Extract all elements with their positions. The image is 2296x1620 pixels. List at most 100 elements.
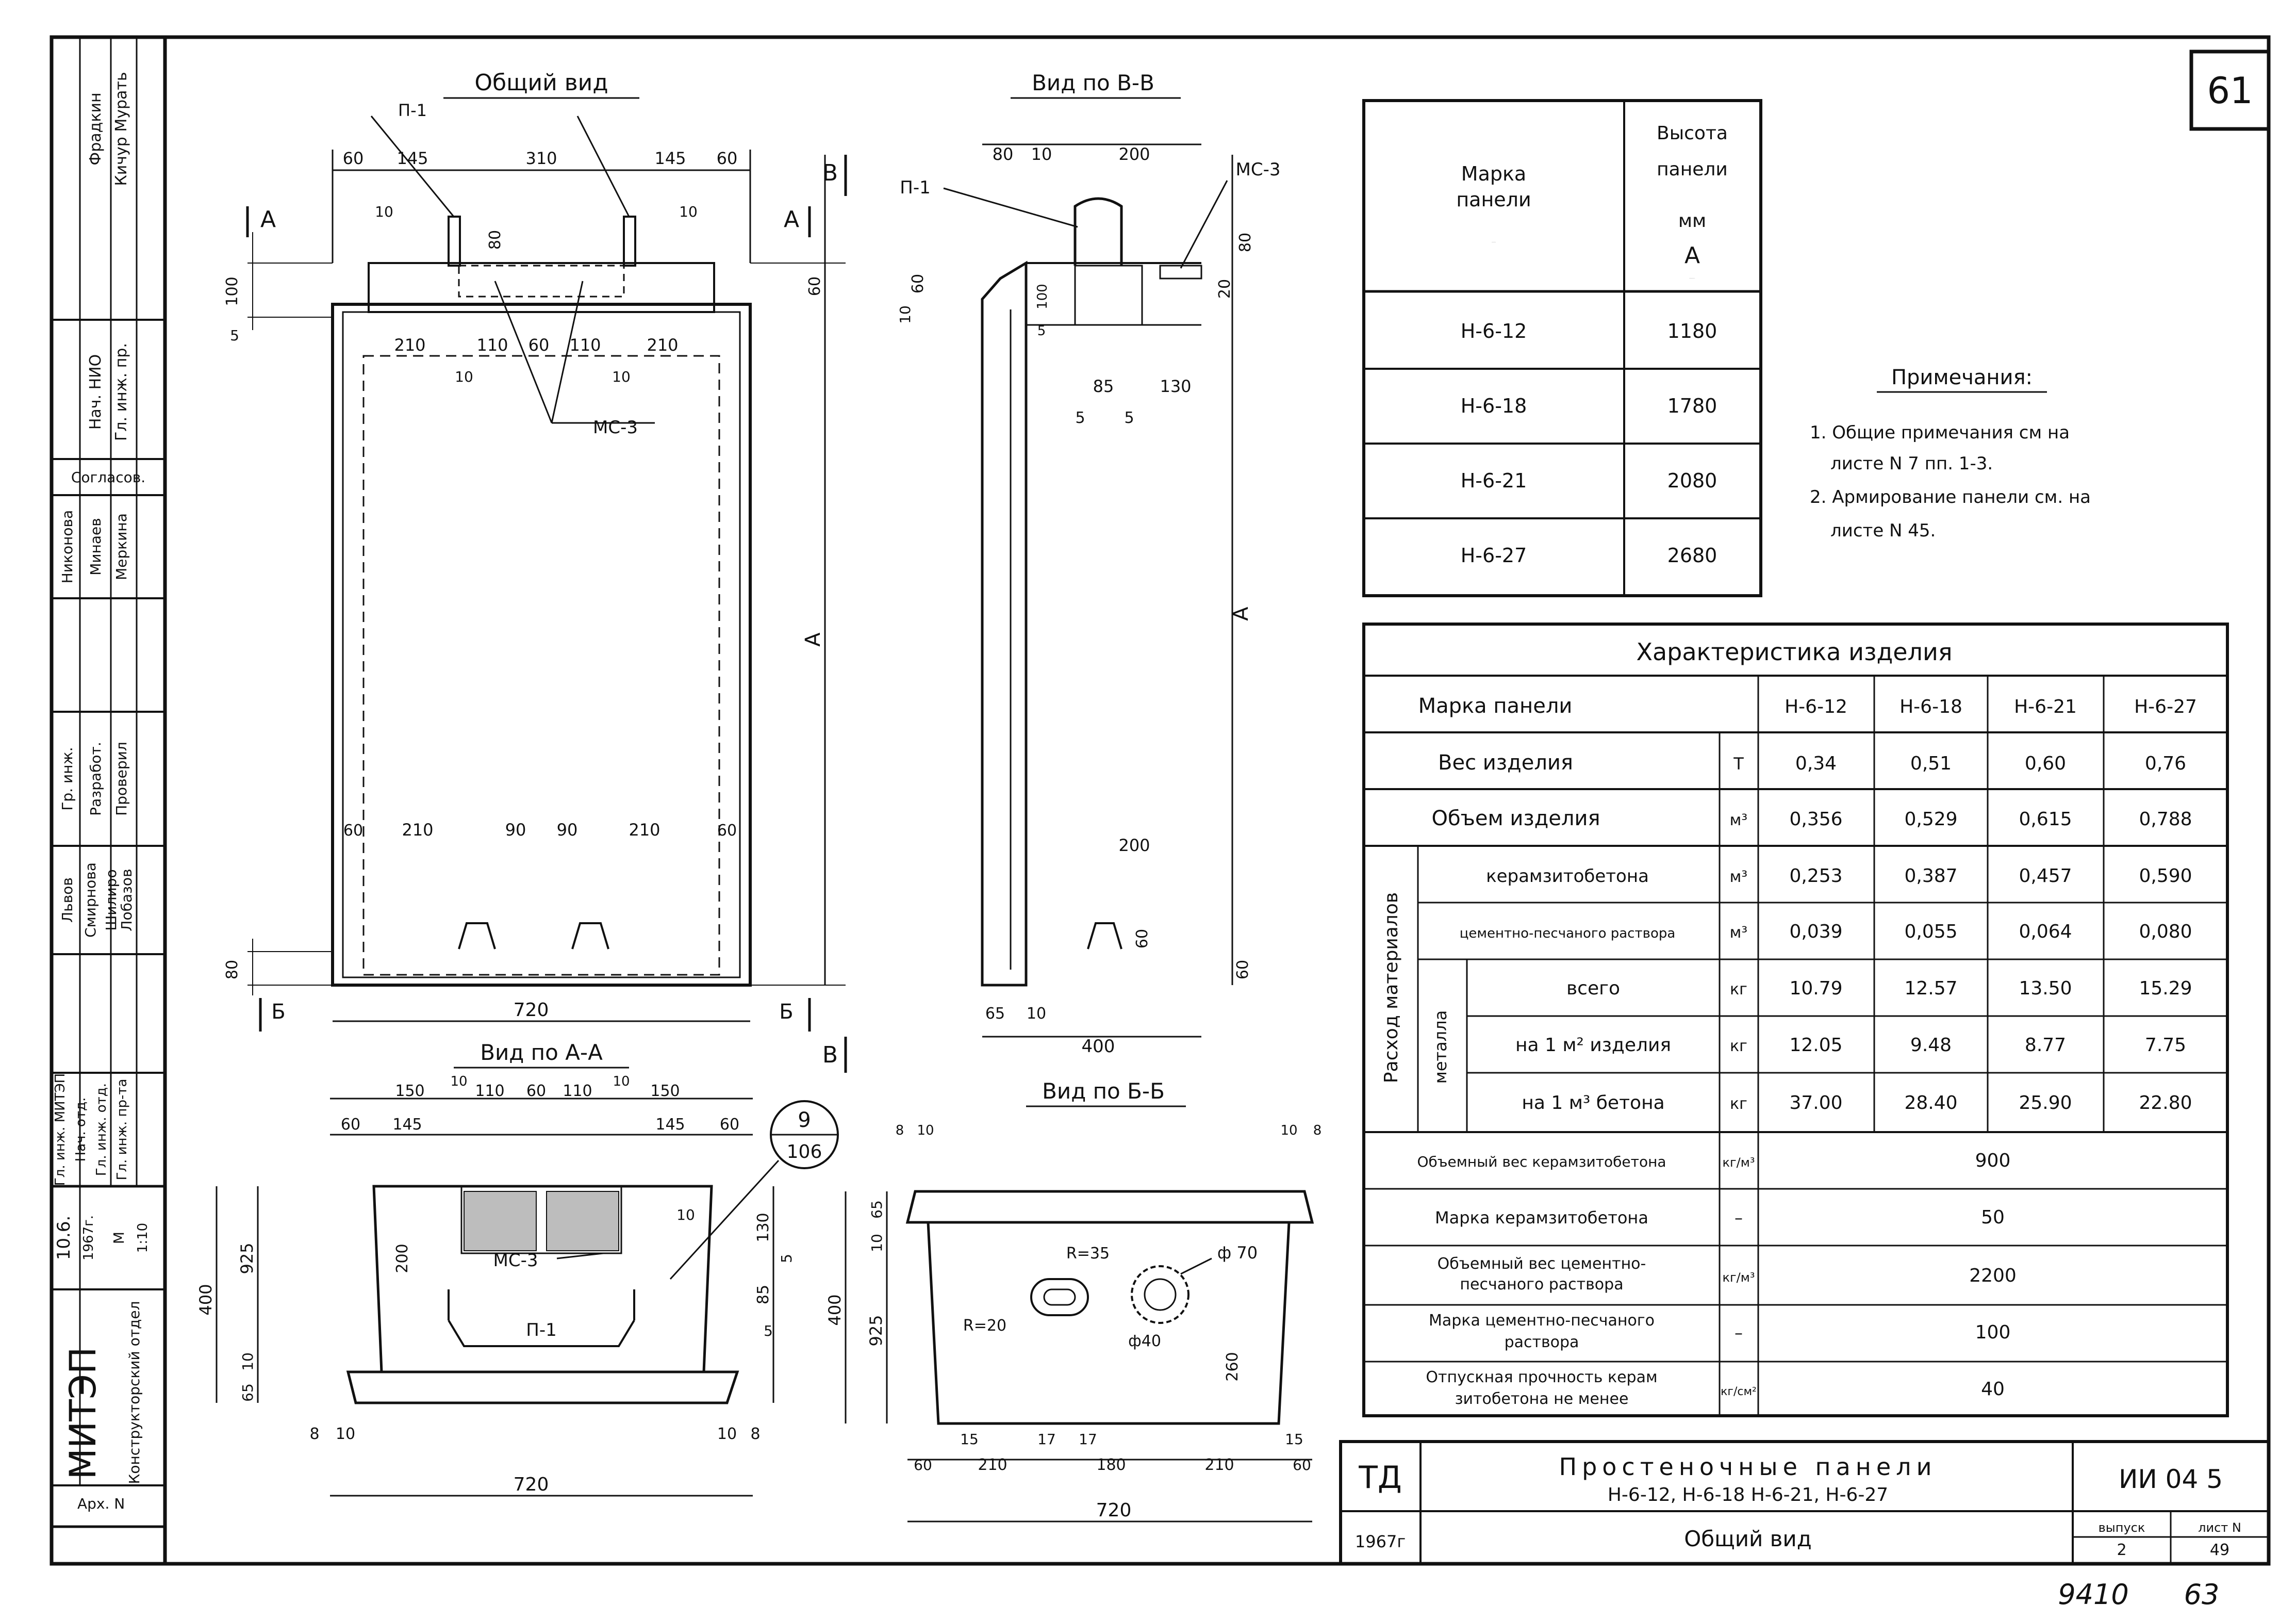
svg-text:7.75: 7.75 — [2145, 1035, 2186, 1056]
svg-text:всего: всего — [1566, 978, 1620, 999]
svg-text:145: 145 — [654, 149, 686, 168]
svg-text:0,457: 0,457 — [2019, 865, 2072, 887]
svg-text:Объемный вес цементно-: Объемный вес цементно- — [1438, 1255, 1646, 1273]
svg-text:37.00: 37.00 — [1789, 1092, 1842, 1114]
svg-text:Смирнова: Смирнова — [82, 862, 99, 938]
svg-text:0,039: 0,039 — [1789, 921, 1842, 942]
svg-text:м³: м³ — [1730, 868, 1748, 886]
svg-text:80: 80 — [1236, 233, 1254, 252]
svg-text:В: В — [822, 160, 838, 186]
sheet-frame — [49, 35, 2271, 1566]
svg-text:145: 145 — [655, 1116, 685, 1134]
view-vv: Вид по В-В П-1 МС-3 80 10 200 80 20 60 1… — [897, 70, 1280, 1057]
svg-text:Шилиро: Шилиро — [103, 869, 120, 930]
svg-text:Примечания:: Примечания: — [1891, 366, 2033, 389]
svg-text:0,34: 0,34 — [1795, 753, 1837, 774]
svg-text:28.40: 28.40 — [1904, 1092, 1957, 1114]
svg-text:15.29: 15.29 — [2139, 978, 2192, 999]
svg-text:25.90: 25.90 — [2019, 1092, 2072, 1114]
svg-text:ф40: ф40 — [1128, 1332, 1161, 1350]
characteristics-table: Характеристика изделия Марка панели Н-6-… — [1362, 623, 2229, 1417]
svg-text:Львов: Львов — [59, 877, 76, 923]
svg-text:10.79: 10.79 — [1789, 978, 1842, 999]
svg-text:Высота: Высота — [1657, 123, 1728, 144]
svg-text:Гл. инж. отд.: Гл. инж. отд. — [94, 1083, 109, 1176]
svg-text:панели: панели — [1657, 159, 1728, 180]
svg-text:В: В — [822, 1042, 838, 1068]
svg-text:2: 2 — [2117, 1541, 2126, 1559]
svg-text:–: – — [1735, 1323, 1743, 1343]
svg-text:60: 60 — [806, 276, 824, 296]
svg-text:керамзитобетона: керамзитобетона — [1486, 866, 1649, 887]
svg-text:60: 60 — [914, 1457, 932, 1474]
svg-text:200: 200 — [1118, 836, 1150, 855]
svg-text:5: 5 — [1037, 323, 1046, 339]
svg-text:400: 400 — [825, 1294, 845, 1326]
svg-text:10: 10 — [1027, 1005, 1046, 1023]
svg-text:1. Общие примечания см на: 1. Общие примечания см на — [1810, 422, 2070, 443]
svg-text:10: 10 — [897, 305, 914, 324]
svg-text:925: 925 — [237, 1242, 257, 1274]
svg-text:м³: м³ — [1730, 811, 1748, 829]
svg-text:1967г: 1967г — [1355, 1532, 1406, 1551]
svg-text:песчаного раствора: песчаного раствора — [1460, 1275, 1623, 1294]
svg-text:60: 60 — [343, 822, 363, 840]
svg-text:110: 110 — [563, 1082, 592, 1100]
svg-text:Н-6-21: Н-6-21 — [1461, 469, 1527, 492]
svg-text:М: М — [110, 1232, 127, 1244]
svg-text:90: 90 — [505, 820, 526, 840]
svg-text:м³: м³ — [1730, 924, 1748, 942]
view-bb: Вид по Б-Б R=35 ф 70 R=20 ф40 8 10 10 8 … — [825, 1078, 1322, 1523]
svg-text:Гл. инж. пр-та: Гл. инж. пр-та — [114, 1079, 130, 1181]
notes: Примечания: 1. Общие примечания см на ли… — [1810, 366, 2091, 541]
svg-text:925: 925 — [866, 1315, 886, 1346]
svg-text:10: 10 — [375, 203, 393, 220]
svg-text:Кичур Мурать: Кичур Мурать — [112, 72, 130, 186]
svg-text:А: А — [1229, 607, 1253, 621]
svg-text:400: 400 — [196, 1284, 216, 1315]
svg-text:10: 10 — [917, 1123, 934, 1138]
footer-number-right: 63 — [2184, 1578, 2220, 1611]
svg-text:2680: 2680 — [1667, 544, 1717, 567]
svg-text:Объемный вес керамзитобетона: Объемный вес керамзитобетона — [1417, 1153, 1666, 1170]
svg-text:5: 5 — [1124, 409, 1134, 427]
svg-text:60: 60 — [343, 149, 364, 168]
title-block: ТД 1967г Простеночные панели Н-6-12, Н-6… — [1339, 1440, 2270, 1565]
svg-text:0,529: 0,529 — [1904, 809, 1957, 830]
svg-text:10: 10 — [450, 1074, 467, 1089]
svg-text:Характеристика изделия: Характеристика изделия — [1636, 638, 1952, 666]
svg-text:100: 100 — [1975, 1322, 2011, 1343]
svg-text:Н-6-18: Н-6-18 — [1899, 696, 1962, 717]
svg-text:65: 65 — [985, 1005, 1005, 1023]
svg-text:210: 210 — [629, 820, 660, 840]
svg-text:Согласов.: Согласов. — [71, 469, 145, 486]
svg-text:1967г.: 1967г. — [81, 1215, 96, 1261]
svg-text:10: 10 — [1280, 1123, 1297, 1138]
svg-text:180: 180 — [1096, 1456, 1126, 1474]
svg-text:0,080: 0,080 — [2139, 921, 2192, 942]
svg-text:Простеночные панели: Простеночные панели — [1559, 1453, 1937, 1481]
svg-text:12.05: 12.05 — [1789, 1035, 1842, 1056]
sheet-number: 61 — [2207, 70, 2253, 112]
svg-text:10: 10 — [676, 1206, 695, 1223]
svg-text:65: 65 — [239, 1383, 256, 1402]
svg-text:Н-6-12: Н-6-12 — [1461, 320, 1527, 342]
svg-text:150: 150 — [650, 1082, 680, 1100]
svg-text:листе N 7 пп. 1-3.: листе N 7 пп. 1-3. — [1830, 453, 1993, 474]
svg-text:5: 5 — [764, 1322, 773, 1339]
svg-text:1:10: 1:10 — [135, 1223, 151, 1253]
svg-text:260: 260 — [1224, 1352, 1242, 1381]
svg-text:0,590: 0,590 — [2139, 865, 2192, 887]
svg-text:5: 5 — [778, 1254, 795, 1263]
left-stamp: Фрадкин Кичур Мурать Нач. НИО Гл. инж. п… — [52, 37, 165, 1512]
svg-text:0,055: 0,055 — [1904, 921, 1957, 942]
svg-text:130: 130 — [754, 1213, 772, 1242]
svg-text:R=35: R=35 — [1066, 1245, 1110, 1263]
svg-text:МС-3: МС-3 — [593, 417, 638, 438]
svg-text:210: 210 — [1204, 1456, 1234, 1474]
svg-text:на 1 м³ бетона: на 1 м³ бетона — [1522, 1092, 1664, 1114]
svg-text:П-1: П-1 — [526, 1320, 556, 1340]
svg-text:ИИ 04 5: ИИ 04 5 — [2119, 1464, 2223, 1494]
svg-text:110: 110 — [476, 335, 508, 355]
svg-text:145: 145 — [397, 149, 428, 168]
